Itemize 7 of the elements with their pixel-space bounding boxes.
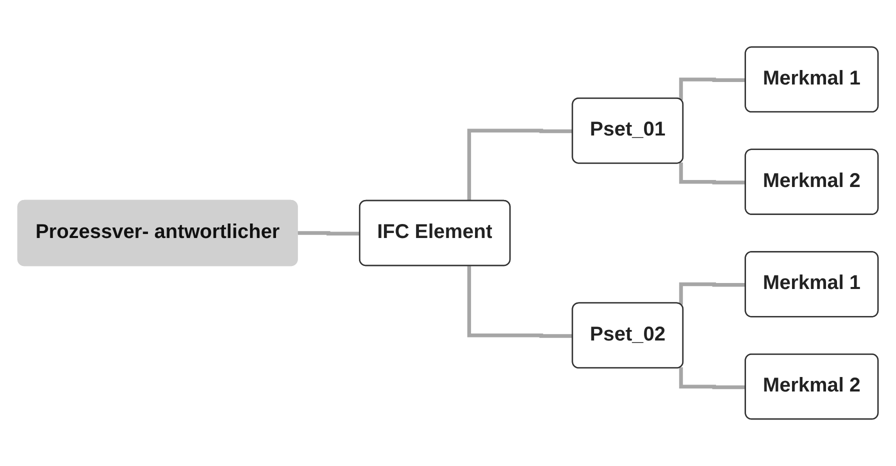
- connector: [679, 162, 746, 184]
- connector: [679, 367, 746, 390]
- connector: [467, 128, 574, 202]
- connector: [467, 266, 574, 338]
- connector: [679, 78, 746, 100]
- connector: [679, 282, 746, 305]
- connector: [296, 231, 360, 236]
